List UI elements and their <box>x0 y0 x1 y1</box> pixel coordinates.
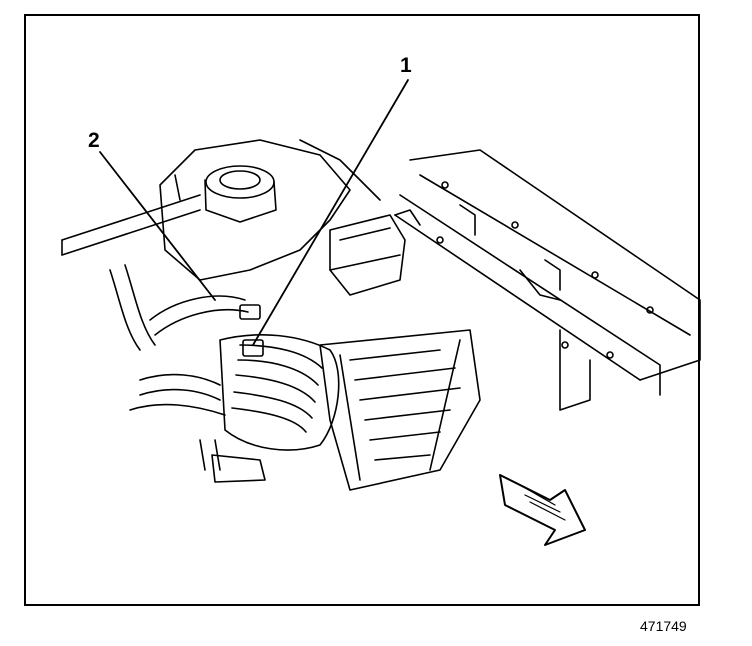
leader-line-1 <box>252 79 409 346</box>
callout-leaders <box>99 79 409 346</box>
callout-label-1: 1 <box>400 54 412 77</box>
radiator-support <box>394 149 701 411</box>
engine-block <box>61 139 381 281</box>
leader-line-2 <box>99 151 216 301</box>
figure-number: 471749 <box>640 618 687 634</box>
direction-arrow-icon <box>499 474 586 546</box>
hose-harness <box>109 264 266 483</box>
callout-label-2: 2 <box>88 129 100 152</box>
air-cleaner <box>319 329 481 491</box>
intake-duct <box>129 334 340 451</box>
relay-box <box>329 209 421 296</box>
connector <box>239 304 264 357</box>
figure-frame <box>24 14 700 606</box>
